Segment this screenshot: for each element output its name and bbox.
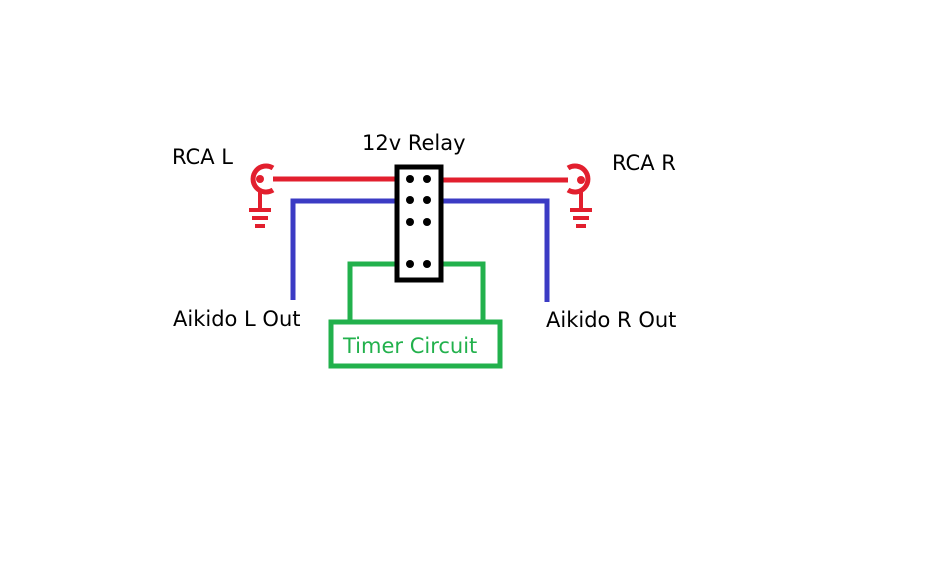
rca-right-jack — [566, 163, 592, 228]
green-wire-right — [427, 261, 486, 322]
relay-pin-dot — [406, 196, 414, 204]
relay-pin-dot — [423, 260, 431, 268]
relay-body — [394, 164, 444, 283]
relay-pin-dot — [423, 196, 431, 204]
rca-jack-icon — [250, 163, 275, 195]
timer-circuit-box — [328, 319, 503, 369]
blue-wire-left — [290, 198, 410, 300]
ground-icon — [570, 208, 592, 228]
timer-circuit-label: Timer Circuit — [342, 334, 477, 358]
rca-jack-center — [256, 175, 264, 183]
relay-pin-dot — [423, 175, 431, 183]
rca-left-label: RCA L — [172, 145, 233, 169]
ground-icon — [249, 208, 271, 228]
relay-pin-dot — [406, 218, 414, 226]
rca-left-jack — [249, 163, 275, 228]
blue-wire-right — [427, 198, 550, 302]
rca-right-label: RCA R — [612, 151, 676, 175]
relay-pins — [406, 175, 431, 268]
relay-pin-dot — [406, 175, 414, 183]
relay-pin-dot — [423, 218, 431, 226]
green-wire-left — [347, 261, 410, 322]
rca-jack-icon — [566, 163, 591, 195]
relay-pin-dot — [406, 260, 414, 268]
relay-label: 12v Relay — [362, 131, 466, 155]
aikido-left-label: Aikido L Out — [173, 307, 301, 331]
rca-jack-center — [577, 176, 585, 184]
aikido-right-label: Aikido R Out — [546, 308, 676, 332]
